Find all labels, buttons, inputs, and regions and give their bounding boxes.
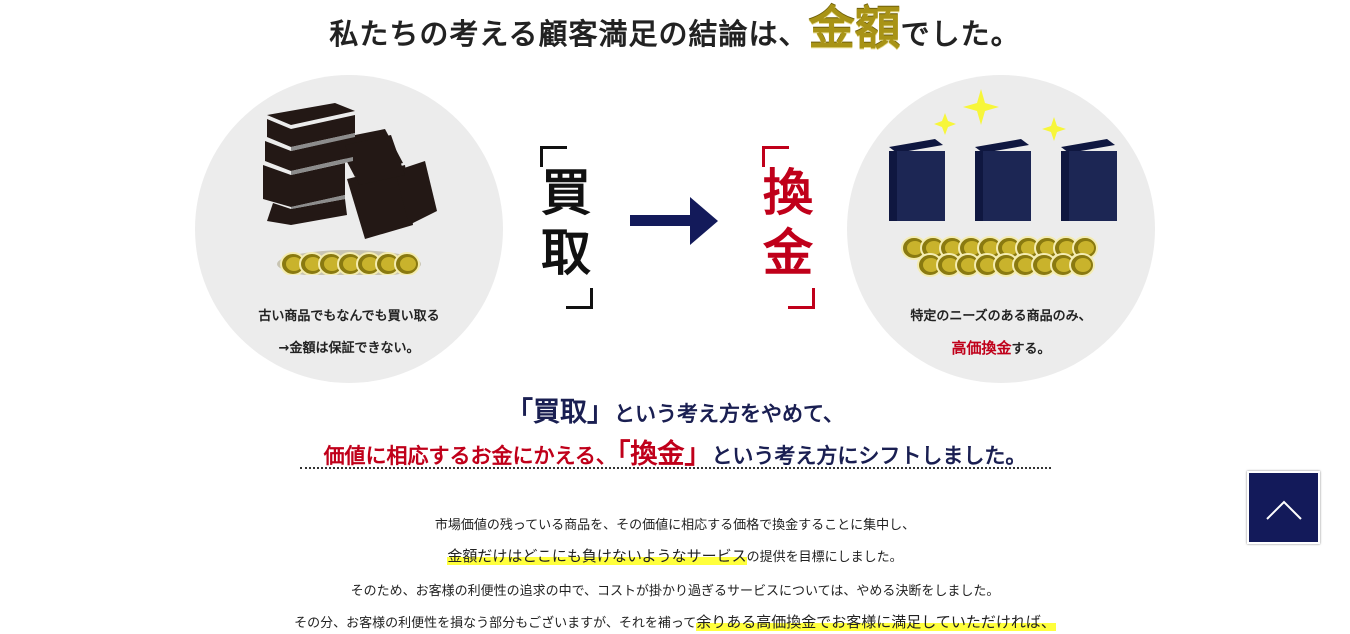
- subhead-red-text: 価値に相応するお金にかえる、: [323, 443, 617, 468]
- kankin-char-2: 金: [763, 223, 813, 282]
- coin-face: [1037, 258, 1053, 272]
- kankin-char-1: 換: [763, 163, 813, 222]
- right-circle-card: 特定のニーズのある商品のみ、 高価換金する。: [847, 75, 1155, 383]
- left-circle-line2: →金額は保証できない。: [278, 341, 420, 356]
- coin-face: [942, 258, 958, 272]
- body-line-1: 市場価値の残っている商品を、その価値に相応する価格で換金することに集中し、: [434, 518, 916, 533]
- kaitori-char-1: 買: [541, 163, 591, 222]
- kankin-vertical-text: 換 金: [758, 163, 818, 283]
- coin-face: [305, 257, 321, 271]
- headline-post-text: でした。: [900, 17, 1021, 51]
- subhead-line-1: 「買取」という考え方をやめて、: [0, 390, 1350, 429]
- coin-face: [1078, 241, 1094, 255]
- coin-face: [964, 241, 980, 255]
- coin-face: [1075, 258, 1091, 272]
- gold-coins-icon: [277, 250, 421, 275]
- kaitori-bracket-close: [566, 288, 593, 309]
- coin-face: [1056, 258, 1072, 272]
- right-circle-red-text: 高価換金: [951, 339, 1012, 357]
- coin-face: [999, 258, 1015, 272]
- coin-face: [983, 241, 999, 255]
- coin-face: [1059, 241, 1075, 255]
- right-circle-line1: 特定のニーズのある商品のみ、: [910, 309, 1092, 324]
- headline-pre-text: 私たちの考える顧客満足の結論は、: [329, 17, 809, 51]
- coin-face: [343, 257, 359, 271]
- coin-face: [1002, 241, 1018, 255]
- coin-face: [1018, 258, 1034, 272]
- dotted-divider: [300, 467, 1051, 469]
- subhead-line2-rest: という考え方にシフトしました。: [711, 443, 1027, 468]
- kaitori-vertical-text: 買 取: [536, 163, 596, 283]
- kankin-bracket-close: [788, 288, 815, 309]
- coin-face: [980, 258, 996, 272]
- kankin-bracket-open: [762, 146, 789, 167]
- page-top-button[interactable]: [1247, 471, 1320, 544]
- subhead-kankin: 「換金」: [616, 439, 712, 470]
- coin-face: [1040, 241, 1056, 255]
- subhead-line1-rest: という考え方をやめて、: [614, 401, 844, 426]
- gold-coins-icon: [901, 236, 1098, 277]
- left-circle-line1: 古い商品でもなんでも買い取る: [258, 309, 440, 324]
- body-line2-rest: の提供を目標にしました。: [746, 550, 903, 565]
- page-headline: 私たちの考える顧客満足の結論は、金額でした。: [0, 0, 1350, 62]
- coin-face: [324, 257, 340, 271]
- body-highlight-2: 余りある高価換金でお客様に満足していただければ、: [696, 613, 1056, 631]
- left-circle-card: 古い商品でもなんでも買い取る →金額は保証できない。: [195, 75, 503, 383]
- kaitori-bracket-open: [540, 146, 567, 167]
- body-line4-pre: その分、お客様の利便性を損なう部分もございますが、それを補って: [294, 616, 697, 631]
- coin-face: [907, 241, 923, 255]
- body-line-2: 金額だけはどこにも負けないようなサービスの提供を目標にしました。: [0, 545, 1350, 566]
- three-books-with-sparkles-icon: [889, 89, 1117, 277]
- kaitori-char-2: 取: [541, 223, 591, 282]
- coin-face: [362, 257, 378, 271]
- coin-face: [961, 258, 977, 272]
- coin-face: [923, 258, 939, 272]
- headline-gold-text: 金額: [808, 1, 901, 55]
- right-arrow-icon: [630, 197, 718, 245]
- coin-face: [1021, 241, 1037, 255]
- subhead-kaitori: 「買取」: [506, 397, 615, 428]
- body-highlight-1: 金額だけはどこにも負けないようなサービス: [447, 547, 747, 565]
- coin-face: [286, 257, 302, 271]
- coin-face: [926, 241, 942, 255]
- chevron-up-icon: [1266, 500, 1302, 520]
- coin-face: [381, 257, 397, 271]
- coin-face: [400, 257, 416, 271]
- subhead-line-2: 価値に相応するお金にかえる、「換金」という考え方にシフトしました。: [0, 432, 1350, 471]
- body-line-4: その分、お客様の利便性を損なう部分もございますが、それを補って余りある高価換金で…: [0, 611, 1350, 632]
- right-circle-line2: 高価換金する。: [847, 337, 1155, 358]
- pile-of-old-books-icon: [263, 103, 437, 275]
- body-line-3: そのため、お客様の利便性の追求の中で、コストが掛かり過ぎるサービスについては、や…: [350, 584, 1000, 599]
- coin-face: [945, 241, 961, 255]
- right-circle-rest-text: する。: [1011, 342, 1051, 357]
